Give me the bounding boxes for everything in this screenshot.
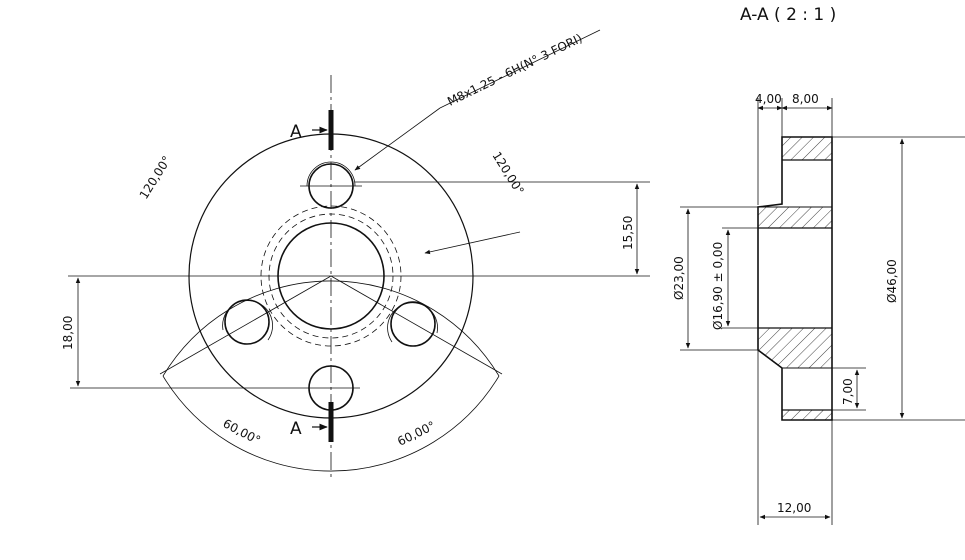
- hub-circle: [277, 222, 385, 330]
- dim-7-00: 7,00: [841, 378, 855, 405]
- thread-leader-line: [439, 29, 601, 109]
- radial-line-left: [159, 275, 332, 375]
- dim-15-50: 15,50: [621, 216, 635, 250]
- thread-note: M8x1.25 - 6H(N° 3 FORI): [445, 31, 584, 109]
- threaded-hole-top: [300, 161, 362, 209]
- threaded-hole-left: [222, 299, 273, 345]
- hatch-top-hub: [757, 206, 833, 229]
- radial-line-right: [330, 275, 503, 375]
- front-view: A A M8x1.25 - 6H(N° 3 FORI) 15,50 18,00 …: [61, 29, 650, 480]
- threaded-hole-right: [387, 301, 438, 347]
- section-mark-bottom: A: [290, 419, 302, 439]
- section-title: A-A ( 2 : 1 ): [740, 5, 836, 25]
- angle-left-top: 120,00°: [137, 153, 174, 201]
- angle-right-top: 120,00°: [489, 149, 526, 197]
- section-outline: [757, 136, 833, 421]
- dim-d46: Ø46,00: [885, 259, 899, 303]
- angle-right-bottom: 60,00°: [395, 418, 437, 448]
- dim-d16-90: Ø16,90 ± 0,00: [711, 242, 725, 330]
- dim-8-00: 8,00: [792, 92, 819, 106]
- angle-left-bottom: 60,00°: [221, 416, 263, 447]
- dim-d23: Ø23,00: [672, 256, 686, 300]
- dim-12-00: 12,00: [777, 501, 811, 515]
- dim-4-00: 4,00: [755, 92, 782, 106]
- section-mark-top: A: [290, 122, 302, 142]
- section-view: A-A ( 2 : 1 ) 4,00 8,00 Ø23,00 Ø16,90 ± …: [672, 5, 965, 525]
- hatch-top-flange: [781, 136, 833, 161]
- dim-18-00: 18,00: [61, 316, 75, 350]
- angular-dimension-arc-bottom: [162, 375, 500, 472]
- angular-dimension-arc: [162, 280, 500, 377]
- hatch-bottom-hub: [757, 327, 833, 369]
- inner-dashed-circle: [268, 213, 394, 339]
- bolt-circle: [260, 205, 402, 347]
- hatch-bottom-flange: [781, 409, 833, 421]
